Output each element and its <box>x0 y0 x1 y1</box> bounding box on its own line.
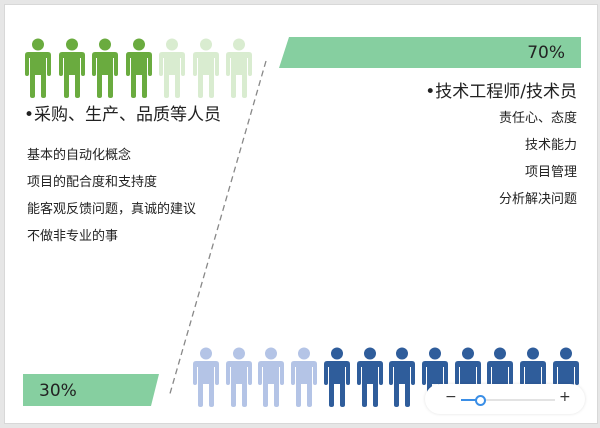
person-icon <box>25 38 51 98</box>
person-icon <box>356 347 383 407</box>
list-item: 分析解决问题 <box>498 192 577 207</box>
left-list: 基本的自动化概念 项目的配合度和支持度 能客观反馈问题，真诚的建议 不做非专业的… <box>27 142 196 250</box>
list-item: 责任心、态度 <box>498 111 577 126</box>
person-icon <box>225 347 252 407</box>
slide: •采购、生产、品质等人员 基本的自动化概念 项目的配合度和支持度 能客观反馈问题… <box>4 4 598 424</box>
person-icon <box>58 38 85 98</box>
person-icon <box>125 38 152 98</box>
list-item: 基本的自动化概念 <box>27 148 132 163</box>
list-item: 项目管理 <box>524 165 577 180</box>
list-item: 技术能力 <box>524 138 577 153</box>
list-item: 不做非专业的事 <box>27 229 119 244</box>
right-heading: •技术工程师/技术员 <box>425 82 577 102</box>
list-item: 项目的配合度和支持度 <box>27 175 158 190</box>
person-icon <box>291 347 318 407</box>
percent-label-30: 30% <box>39 381 77 401</box>
right-list: 责任心、态度 技术能力 项目管理 分析解决问题 <box>499 105 577 213</box>
percent-label-70: 70% <box>527 43 565 63</box>
zoom-slider-thumb[interactable] <box>474 395 486 406</box>
zoom-in-button[interactable]: + <box>559 389 571 405</box>
zoom-control: − + <box>425 384 585 414</box>
percent-banner-top: 70% <box>279 37 581 68</box>
person-icon <box>258 347 285 407</box>
left-heading: •采购、生产、品质等人员 <box>24 105 222 125</box>
zoom-out-button[interactable]: − <box>445 389 457 405</box>
person-icon <box>159 38 185 98</box>
zoom-slider[interactable] <box>461 395 555 406</box>
person-icon <box>226 38 252 98</box>
person-icon <box>323 347 350 407</box>
divider-dashed-line <box>168 60 267 398</box>
percent-banner-bottom: 30% <box>23 374 159 406</box>
person-icon <box>193 347 219 407</box>
list-item: 能客观反馈问题，真诚的建议 <box>27 202 197 217</box>
person-icon <box>192 38 219 98</box>
person-icon <box>92 38 118 98</box>
zoom-slider-fill <box>461 399 480 401</box>
person-icon <box>389 347 416 407</box>
